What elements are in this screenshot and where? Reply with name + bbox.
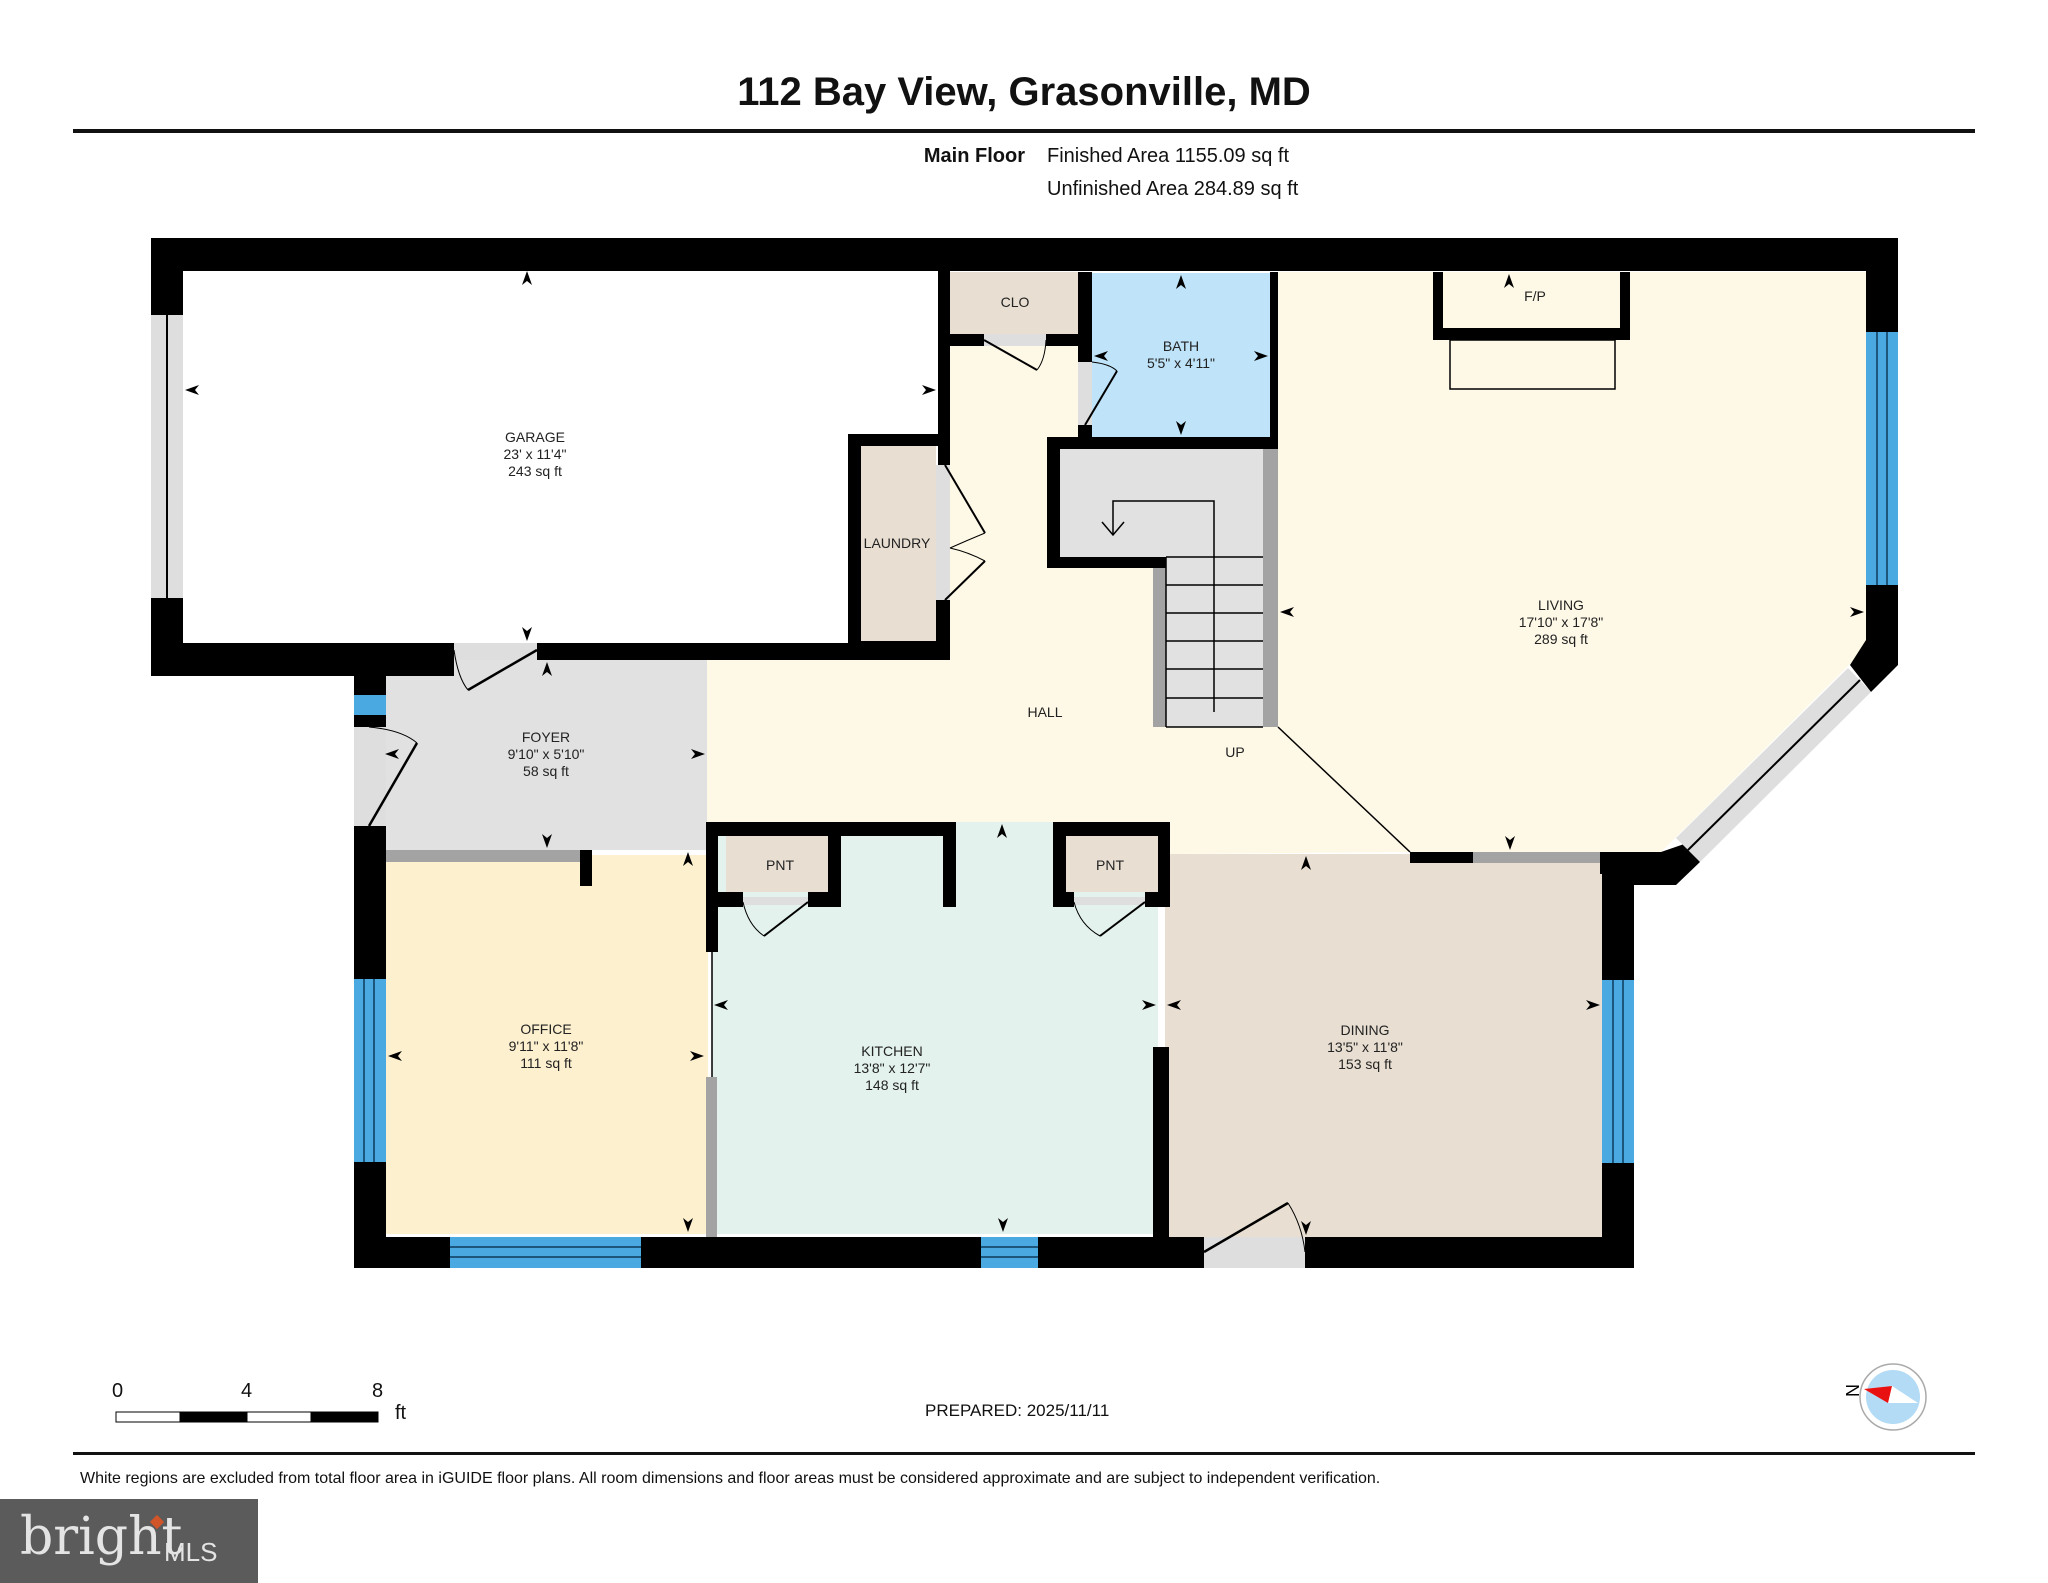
stair-landing	[1060, 449, 1263, 557]
kitchen-dims: 13'8" x 12'7"	[854, 1060, 931, 1076]
office-dims: 9'11" x 11'8"	[509, 1038, 584, 1054]
foyer-area: 58 sq ft	[523, 763, 569, 779]
bath-dims: 5'5" x 4'11"	[1147, 355, 1215, 371]
office-area: 111 sq ft	[520, 1055, 572, 1071]
garage-area: 243 sq ft	[508, 463, 562, 479]
walls	[151, 238, 1898, 1268]
scale-label-0: 0	[112, 1380, 124, 1402]
disclaimer-text: White regions are excluded from total fl…	[80, 1470, 1381, 1487]
up-label: UP	[1225, 744, 1244, 760]
living-area: 289 sq ft	[1534, 631, 1588, 647]
room-fills	[183, 269, 1866, 1237]
dining-window-east	[1602, 980, 1634, 1163]
bath-name: BATH	[1163, 338, 1199, 354]
unfinished-area: Unfinished Area 284.89 sq ft	[1047, 178, 1299, 200]
foyer-name: FOYER	[522, 729, 570, 745]
foyer-dims: 9'10" x 5'10"	[508, 746, 585, 762]
kitchen-area: 148 sq ft	[865, 1077, 919, 1093]
header-divider	[73, 129, 1975, 133]
hall-name: HALL	[1027, 704, 1062, 720]
pnt1-name: PNT	[766, 857, 794, 873]
garage-name: GARAGE	[505, 429, 565, 445]
bright-mls-logo: bright MLS	[0, 1499, 258, 1583]
garage-floor	[183, 269, 938, 643]
floor-name: Main Floor	[923, 145, 1025, 167]
compass-icon: N	[1842, 1363, 1927, 1431]
finished-area: Finished Area 1155.09 sq ft	[1047, 145, 1290, 167]
dining-area: 153 sq ft	[1338, 1056, 1392, 1072]
logo-mls-text: MLS	[164, 1537, 218, 1567]
compass-north-label: N	[1842, 1384, 1862, 1397]
scale-label-8: 8	[372, 1380, 384, 1402]
foyer-window	[354, 695, 386, 715]
office-window-south	[450, 1237, 641, 1268]
scale-label-4: 4	[241, 1380, 253, 1402]
living-name: LIVING	[1538, 597, 1584, 613]
office-name: OFFICE	[520, 1021, 571, 1037]
clo-name: CLO	[1001, 294, 1030, 310]
living-dims: 17'10" x 17'8"	[1519, 614, 1604, 630]
garage-dims: 23' x 11'4"	[504, 446, 567, 462]
office-window-west	[354, 979, 386, 1162]
page-title: 112 Bay View, Grasonville, MD	[737, 70, 1311, 114]
pnt1-floor	[726, 836, 828, 892]
footer-divider	[73, 1452, 1975, 1455]
foyer-floor	[383, 660, 707, 850]
dining-dims: 13'5" x 11'8"	[1327, 1039, 1403, 1055]
clo-floor	[950, 272, 1078, 334]
laundry-floor	[861, 446, 936, 641]
dining-name: DINING	[1341, 1022, 1390, 1038]
pnt2-floor	[1066, 836, 1158, 892]
dining-floor	[1165, 854, 1602, 1237]
doors	[354, 334, 1600, 1268]
office-floor	[386, 855, 708, 1234]
living-window-east	[1866, 332, 1898, 585]
fireplace-hearth	[1449, 339, 1616, 390]
living-floor	[1278, 272, 1866, 852]
room-labels: GARAGE 23' x 11'4" 243 sq ft CLO BATH 5'…	[504, 288, 1604, 1093]
scale-bar	[115, 1411, 379, 1423]
fp-name: F/P	[1524, 288, 1546, 304]
dimension-arrows	[185, 271, 1864, 1235]
kitchen-name: KITCHEN	[861, 1043, 922, 1059]
windows	[151, 315, 1898, 1268]
stairs	[1101, 449, 1278, 728]
scale-unit: ft	[395, 1402, 407, 1424]
kitchen-window-south	[981, 1237, 1038, 1268]
pnt2-name: PNT	[1096, 857, 1124, 873]
laundry-name: LAUNDRY	[864, 535, 931, 551]
prepared-date: PREPARED: 2025/11/11	[925, 1401, 1110, 1420]
bath-floor	[1092, 273, 1270, 437]
